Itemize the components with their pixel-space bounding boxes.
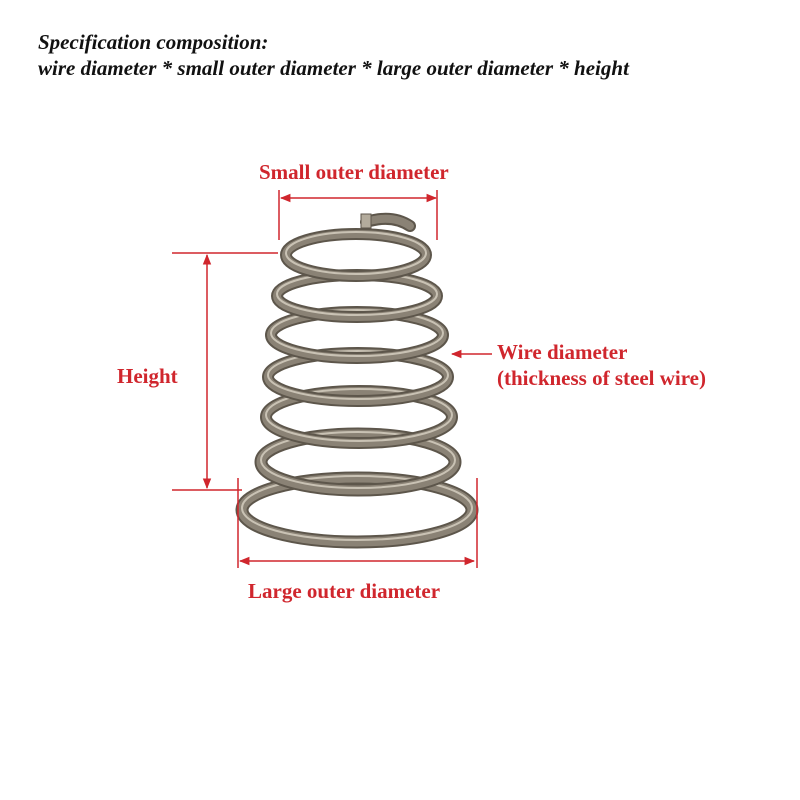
small-outer-diameter-label: Small outer diameter [259, 160, 449, 184]
spec-title: Specification composition: [38, 30, 269, 54]
spec-formula: wire diameter * small outer diameter * l… [38, 56, 629, 80]
wire-diameter-note: (thickness of steel wire) [497, 366, 706, 390]
height-label: Height [117, 364, 178, 388]
large-outer-diameter-label: Large outer diameter [248, 579, 441, 603]
conical-compression-spring-icon [235, 212, 479, 549]
dimension-lines [172, 190, 492, 568]
wire-diameter-label: Wire diameter [497, 340, 628, 364]
